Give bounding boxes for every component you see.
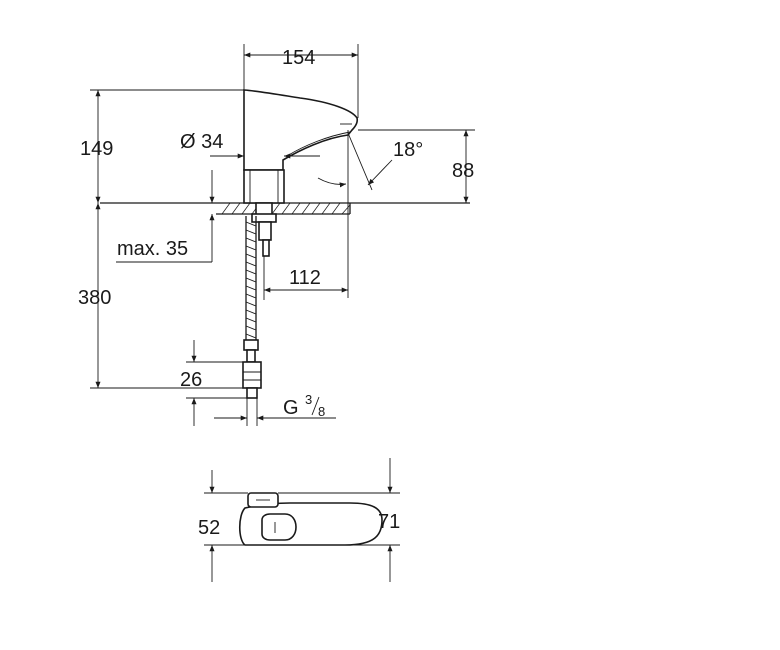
dimension-label-top-left: 52 bbox=[198, 517, 220, 539]
dimension-angle: 18° bbox=[317, 139, 423, 188]
dimension-label-projection: 112 bbox=[289, 267, 321, 289]
dimension-380: 380 bbox=[78, 203, 243, 389]
thread-label-denominator: 8 bbox=[318, 404, 325, 419]
thread-label-numerator: 3 bbox=[305, 392, 312, 407]
faucet-top-outline bbox=[238, 492, 383, 546]
dimension-label-diameter: Ø 34 bbox=[180, 131, 223, 153]
dimension-label-width-top: 154 bbox=[282, 47, 315, 69]
dimension-154: 154 bbox=[243, 44, 359, 118]
dimension-diameter: Ø 34 bbox=[180, 131, 320, 170]
dimension-112: 112 bbox=[263, 256, 348, 300]
supply-hose bbox=[242, 216, 262, 399]
dimension-label-height-total: 149 bbox=[80, 138, 113, 160]
dimension-52: 52 bbox=[198, 470, 248, 582]
faucet-body bbox=[243, 89, 359, 204]
dimension-88: 88 bbox=[358, 129, 475, 203]
mounting-nut bbox=[251, 202, 277, 257]
dimension-26: 26 bbox=[180, 340, 247, 426]
dimension-label-hose-length: 380 bbox=[78, 287, 111, 309]
countertop bbox=[100, 202, 470, 215]
dimension-label-max-thickness: max. 35 bbox=[117, 238, 188, 260]
dimension-label-spout-height: 88 bbox=[452, 160, 474, 182]
dimension-label-top-right: 71 bbox=[378, 511, 400, 533]
dimension-149: 149 bbox=[80, 89, 244, 203]
dimension-label-nut-size: 26 bbox=[180, 369, 202, 391]
dimension-max-35: max. 35 bbox=[116, 170, 215, 263]
dimension-label-angle: 18° bbox=[393, 139, 423, 161]
dimension-71: 71 bbox=[278, 458, 400, 582]
side-view: 154 149 Ø 34 18° 88 bbox=[78, 44, 475, 426]
top-view: 52 71 bbox=[198, 458, 400, 582]
dimension-thread: G 3 8 bbox=[214, 392, 336, 426]
thread-label-g: G bbox=[283, 397, 299, 419]
